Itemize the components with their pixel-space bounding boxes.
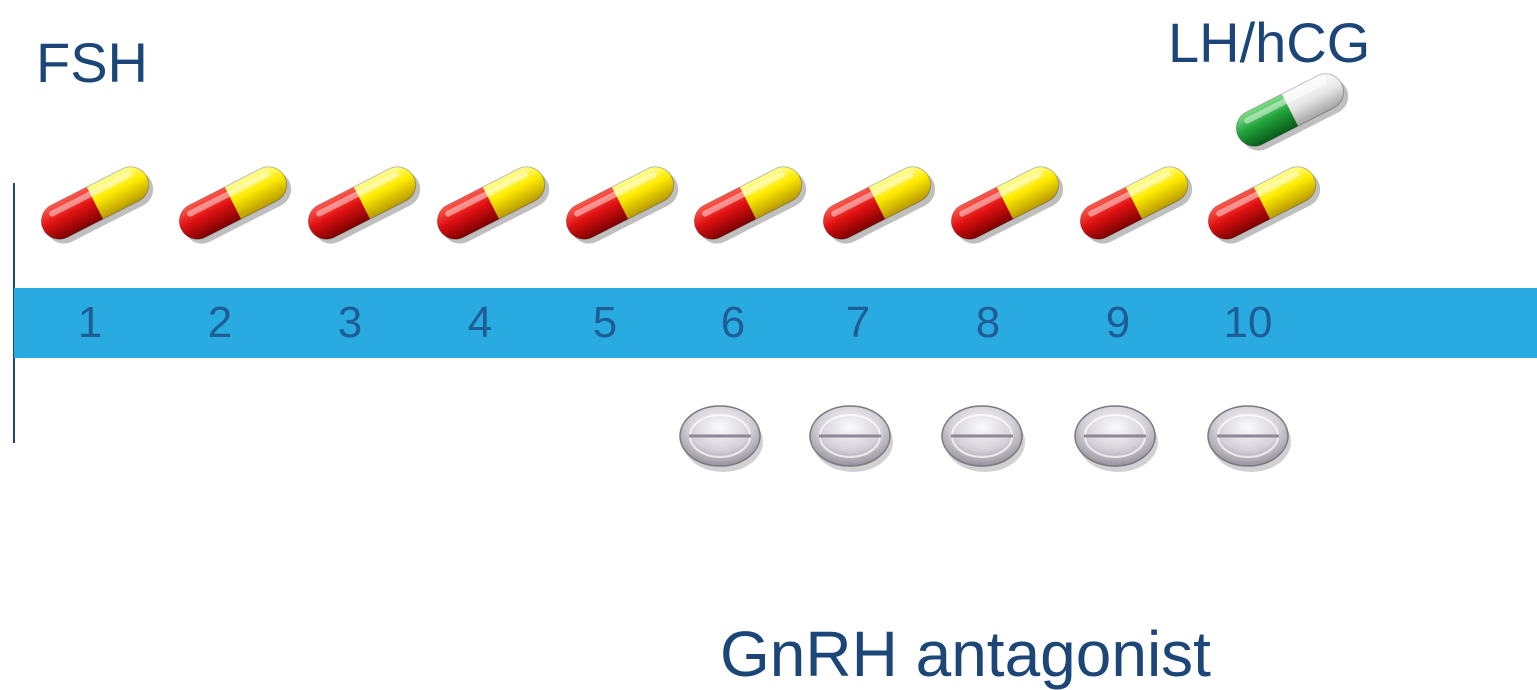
capsule-highlight (831, 171, 914, 217)
capsule-highlight (1244, 78, 1327, 124)
capsule-outline (1207, 166, 1317, 240)
capsule-highlight (1088, 171, 1171, 217)
day-number-8: 8 (976, 298, 1000, 347)
capsule-right-half (611, 160, 680, 220)
fsh-capsule-day-1 (35, 160, 155, 246)
capsule-right-half (1281, 67, 1350, 127)
capsule-left-half (560, 186, 629, 246)
day-number-1: 1 (78, 298, 102, 347)
gnrh-tablet-day-7 (809, 405, 893, 472)
capsule-left-half (1230, 93, 1299, 153)
capsule-right-half (868, 160, 937, 220)
lh-hcg-capsule-day-10 (1230, 67, 1350, 153)
day-number-6: 6 (721, 298, 745, 347)
day-number-7: 7 (846, 298, 870, 347)
capsule-highlight (187, 171, 270, 217)
capsule-outline (178, 166, 288, 240)
capsule-body (688, 160, 808, 246)
gnrh-tablet-day-10 (1207, 405, 1291, 472)
capsule-body (817, 160, 937, 246)
capsule-left-half (817, 186, 886, 246)
lh-hcg-label: LH/hCG (1168, 11, 1370, 74)
capsule-highlight (316, 171, 399, 217)
capsule-right-half (996, 160, 1065, 220)
capsule-outline (950, 166, 1060, 240)
capsule-body (1230, 67, 1350, 153)
capsule-body (1202, 160, 1322, 246)
fsh-capsule-day-10 (1202, 160, 1322, 246)
capsule-body (431, 160, 551, 246)
capsule-right-half (739, 160, 808, 220)
capsule-left-half (302, 186, 371, 246)
capsule-left-half (688, 186, 757, 246)
capsule-outline (822, 166, 932, 240)
capsule-highlight (959, 171, 1042, 217)
capsule-left-half (945, 186, 1014, 246)
capsule-right-half (86, 160, 155, 220)
capsule-outline (565, 166, 675, 240)
timeline-band (14, 288, 1537, 358)
capsule-right-half (224, 160, 293, 220)
capsule-highlight (1216, 171, 1299, 217)
capsule-outline (1079, 166, 1189, 240)
capsule-left-half (173, 186, 242, 246)
capsule-outline (40, 166, 150, 240)
capsule-highlight (702, 171, 785, 217)
capsule-outline (307, 166, 417, 240)
capsule-right-half (1253, 160, 1322, 220)
day-number-5: 5 (593, 298, 617, 347)
capsule-right-half (482, 160, 551, 220)
gnrh-tablet-day-8 (941, 405, 1025, 472)
capsule-highlight (49, 171, 132, 217)
capsule-body (35, 160, 155, 246)
fsh-capsule-row (35, 160, 1322, 246)
fsh-capsule-day-4 (431, 160, 551, 246)
capsule-left-half (35, 186, 104, 246)
capsule-body (302, 160, 422, 246)
day-number-4: 4 (468, 298, 492, 347)
gnrh-tablet-day-9 (1074, 405, 1158, 472)
capsule-left-half (431, 186, 500, 246)
capsule-right-half (353, 160, 422, 220)
capsule-outline (1235, 73, 1345, 147)
day-number-10: 10 (1224, 298, 1273, 347)
fsh-label: FSH (36, 31, 148, 94)
fsh-capsule-day-5 (560, 160, 680, 246)
fsh-capsule-day-8 (945, 160, 1065, 246)
lh-hcg-capsule-row (1230, 67, 1350, 153)
gnrh-tablet-day-6 (679, 405, 763, 472)
fsh-capsule-day-9 (1074, 160, 1194, 246)
capsule-outline (436, 166, 546, 240)
fsh-capsule-day-7 (817, 160, 937, 246)
gnrh-antagonist-label: GnRH antagonist (720, 618, 1211, 690)
fsh-capsule-day-3 (302, 160, 422, 246)
day-number-9: 9 (1106, 298, 1130, 347)
capsule-left-half (1074, 186, 1143, 246)
capsule-body (173, 160, 293, 246)
capsule-left-half (1202, 186, 1271, 246)
fsh-capsule-day-6 (688, 160, 808, 246)
day-number-3: 3 (338, 298, 362, 347)
capsule-body (945, 160, 1065, 246)
capsule-right-half (1125, 160, 1194, 220)
gnrh-antagonist-tablet-row (679, 405, 1291, 472)
day-number-labels: 1 2 3 4 5 6 7 8 9 10 (78, 298, 1273, 347)
capsule-highlight (574, 171, 657, 217)
capsule-body (1074, 160, 1194, 246)
day-number-2: 2 (208, 298, 232, 347)
capsule-body (560, 160, 680, 246)
capsule-outline (693, 166, 803, 240)
capsule-highlight (445, 171, 528, 217)
fsh-capsule-day-2 (173, 160, 293, 246)
